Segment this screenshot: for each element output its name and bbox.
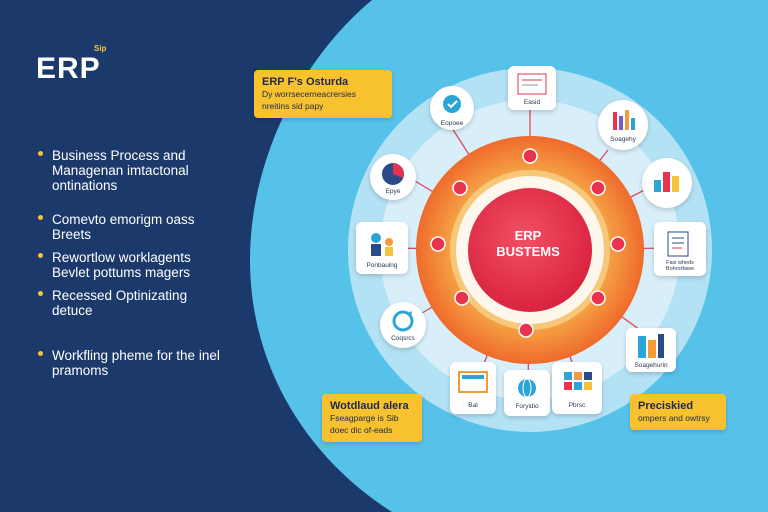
bullet-icon: [38, 291, 43, 296]
bullet-icon: [38, 151, 43, 156]
feature-item: Comevto emorigm oass Breets: [38, 212, 228, 242]
globe-icon: [518, 378, 536, 398]
node-list: Fais wheds Bohrorfawe: [654, 222, 706, 276]
center-line-1: ERP: [514, 228, 542, 243]
feature-item: Workfling pheme for the inel pramoms: [38, 348, 228, 378]
tiles-icon: [564, 372, 592, 390]
checklist-icon: [667, 231, 689, 257]
callout-bottom-left: Wotdlaud alera Fseagparge is Sib doec di…: [322, 394, 422, 442]
node-screen: Bal: [450, 362, 496, 414]
node-building: Soagehurin: [626, 328, 676, 372]
node-tiles: Pbrsc: [552, 362, 602, 414]
bullet-icon: [38, 253, 43, 258]
erp-core: [468, 188, 592, 312]
callout-top-left: ERP F's Osturda Dy worrsecerneacrersies …: [254, 70, 392, 118]
bullet-icon: [38, 215, 43, 220]
feature-item: Business Process and Managenan imtactona…: [38, 148, 228, 193]
document-icon: [517, 73, 547, 95]
building-icon: [638, 334, 664, 358]
pie-chart-icon: [382, 163, 404, 185]
cycle-arrows-icon: [392, 310, 414, 332]
callout-bottom-right: Preciskied ompers and owtrsy: [630, 394, 726, 430]
badge-icon: [443, 95, 461, 113]
bullet-icon: [38, 351, 43, 356]
feature-item: Rewortlow worklagents Bevlet pottums mag…: [38, 250, 228, 280]
logo-superscript: Sip: [94, 44, 107, 53]
screen-icon: [458, 371, 488, 393]
node-arrows: Coqsrcs: [380, 302, 426, 348]
node-globe: Foryidio: [504, 370, 550, 416]
ring-dots: [430, 148, 626, 338]
column-chart-icon: [654, 172, 679, 192]
node-document: Easid: [508, 66, 556, 110]
node-bars: Soagehy: [598, 100, 648, 150]
node-columns: [642, 158, 692, 208]
node-people: Ponbaulng: [356, 222, 408, 274]
feature-item: Recessed Optinizating detuce: [38, 288, 228, 318]
node-badge: Eopoee: [430, 86, 474, 130]
navy-panel: [0, 0, 392, 512]
bar-chart-icon: [613, 110, 635, 130]
people-icon: [371, 233, 393, 256]
erp-logo: ERP: [36, 52, 101, 85]
center-title: ERP BUSTEMS: [480, 228, 576, 260]
center-line-2: BUSTEMS: [496, 244, 560, 259]
node-pie: Epye: [370, 154, 416, 200]
